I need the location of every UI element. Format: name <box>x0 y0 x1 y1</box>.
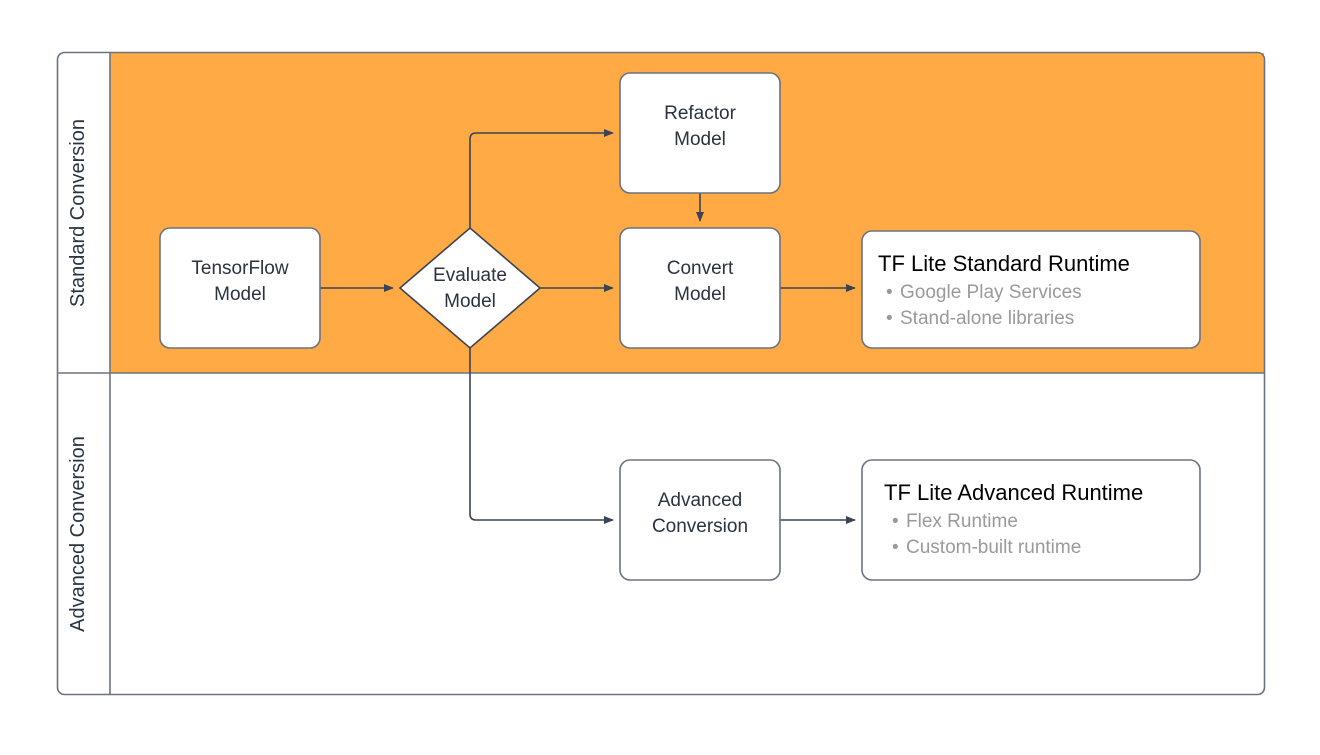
card-tf-lite-advanced-runtime-bullet-2-marker: • <box>892 537 899 558</box>
node-evaluate-model-line-2: Model <box>444 291 496 312</box>
lane-label-standard: Standard Conversion <box>67 119 89 307</box>
card-tf-lite-standard-runtime-bullet-2: Stand-alone libraries <box>900 308 1074 329</box>
node-convert-model-line-1: Convert <box>667 258 734 279</box>
node-refactor-model[interactable]: Refactor Model <box>619 72 781 194</box>
card-tf-lite-advanced-runtime[interactable]: TF Lite Advanced Runtime • Flex Runtime … <box>861 459 1201 581</box>
node-tensorflow-model[interactable]: TensorFlow Model <box>159 227 321 349</box>
card-tf-lite-advanced-runtime-bullet-1-marker: • <box>892 511 899 532</box>
node-advanced-conversion-shape[interactable] <box>619 459 781 581</box>
lane-label-advanced-text: Advanced Conversion <box>67 436 89 632</box>
node-tensorflow-model-shape[interactable] <box>159 227 321 349</box>
lane-label-standard-text: Standard Conversion <box>67 119 89 307</box>
node-refactor-model-line-2: Model <box>674 129 726 150</box>
node-advanced-conversion[interactable]: Advanced Conversion <box>619 459 781 581</box>
node-evaluate-model-line-1: Evaluate <box>433 265 507 286</box>
card-tf-lite-standard-runtime-title: TF Lite Standard Runtime <box>878 251 1130 276</box>
node-convert-model[interactable]: Convert Model <box>619 227 781 349</box>
node-tensorflow-model-line-1: TensorFlow <box>191 258 288 279</box>
node-refactor-model-line-1: Refactor <box>664 103 736 124</box>
card-tf-lite-standard-runtime-bullet-1-marker: • <box>886 282 893 303</box>
edge-evaluate-to-refactor <box>469 129 614 228</box>
card-tf-lite-advanced-runtime-bullet-2: Custom-built runtime <box>906 537 1081 558</box>
node-advanced-conversion-line-2: Conversion <box>652 516 748 537</box>
card-tf-lite-standard-runtime[interactable]: TF Lite Standard Runtime • Google Play S… <box>861 230 1201 349</box>
edge-evaluate-to-advanced-conversion <box>469 348 614 524</box>
node-tensorflow-model-line-2: Model <box>214 284 266 305</box>
node-evaluate-model[interactable]: Evaluate Model <box>398 226 542 350</box>
node-evaluate-model-shape[interactable] <box>398 226 542 350</box>
node-convert-model-shape[interactable] <box>619 227 781 349</box>
node-advanced-conversion-line-1: Advanced <box>658 490 743 511</box>
card-tf-lite-advanced-runtime-bullet-1: Flex Runtime <box>906 511 1018 532</box>
node-refactor-model-shape[interactable] <box>619 72 781 194</box>
card-tf-lite-standard-runtime-bullet-1: Google Play Services <box>900 282 1082 303</box>
card-tf-lite-advanced-runtime-shape[interactable] <box>861 459 1201 581</box>
card-tf-lite-standard-runtime-bullet-2-marker: • <box>886 308 893 329</box>
edges-layer <box>320 129 856 524</box>
node-convert-model-line-2: Model <box>674 284 726 305</box>
lane-label-advanced: Advanced Conversion <box>67 436 89 632</box>
card-tf-lite-advanced-runtime-title: TF Lite Advanced Runtime <box>884 480 1143 505</box>
card-tf-lite-standard-runtime-shape[interactable] <box>861 230 1201 349</box>
